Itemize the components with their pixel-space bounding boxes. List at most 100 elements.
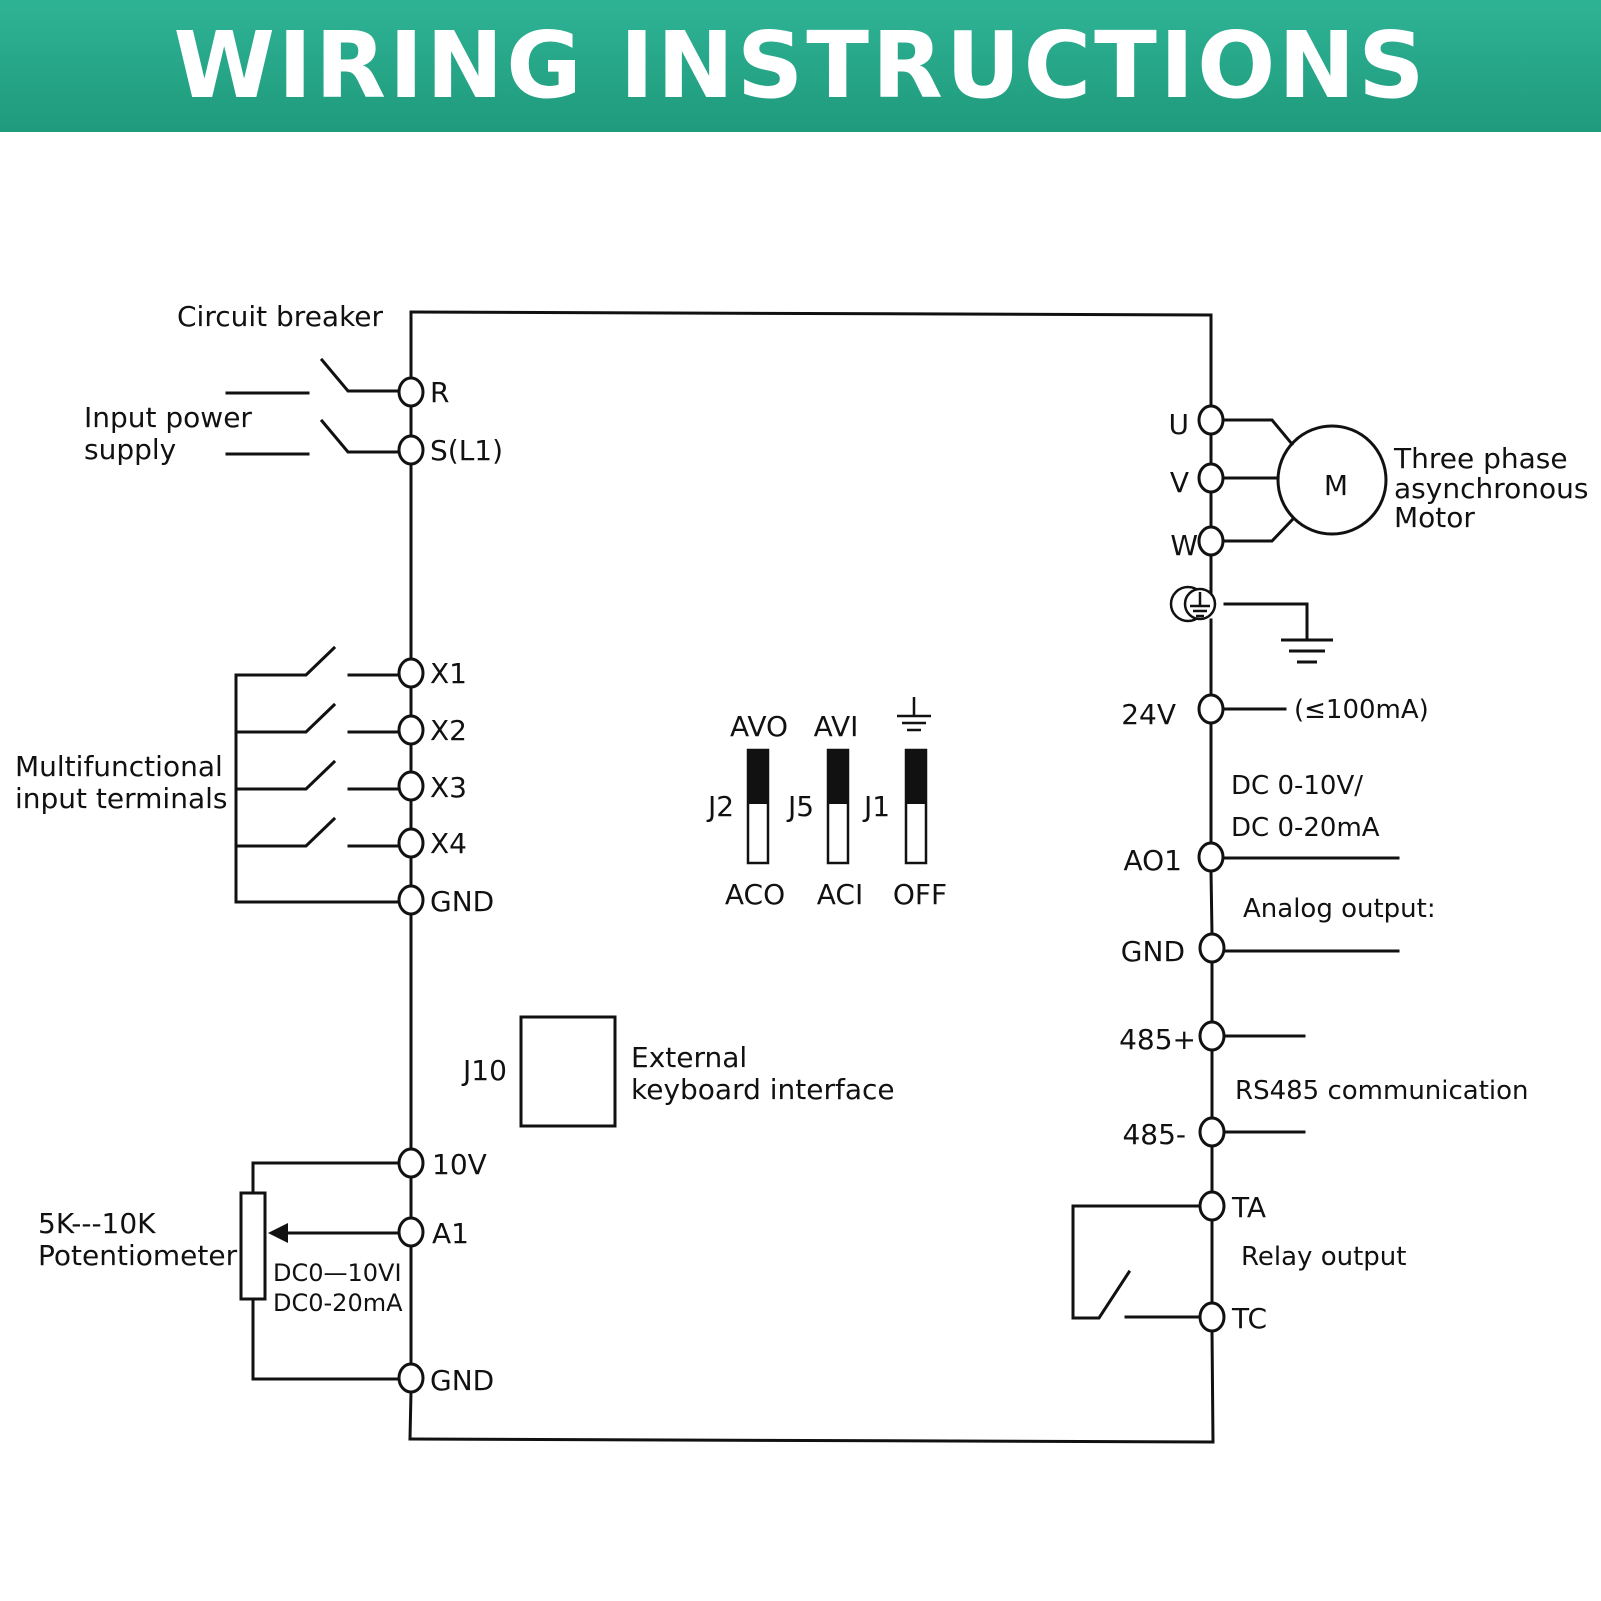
terminal-x3-label: X3 xyxy=(430,771,467,804)
page-title: WIRING INSTRUCTIONS xyxy=(173,12,1428,119)
multifunctional-label-line1: Multifunctional xyxy=(15,750,223,783)
jumper-j2-name: J2 xyxy=(706,790,734,823)
terminal-a1 xyxy=(397,1216,425,1248)
terminal-tc-label: TC xyxy=(1231,1302,1267,1335)
jumper-j1-bottom-label: OFF xyxy=(893,878,947,911)
terminal-x2 xyxy=(397,714,425,746)
motor-label-line1: Three phase xyxy=(1393,442,1568,475)
jumper-j2-bottom-label: ACO xyxy=(725,878,785,911)
terminal-ao1-label: AO1 xyxy=(1123,844,1182,877)
terminal-gnd-ao xyxy=(1198,932,1226,964)
header-banner: WIRING INSTRUCTIONS xyxy=(0,0,1601,132)
terminal-v xyxy=(1197,462,1225,494)
ground-icon xyxy=(1281,638,1333,664)
terminal-10v-label: 10V xyxy=(432,1148,487,1181)
power-line-s xyxy=(225,418,399,456)
terminal-x1-label: X1 xyxy=(430,657,467,690)
terminal-w-label: W xyxy=(1170,529,1198,562)
keyboard-label-line2: keyboard interface xyxy=(631,1073,895,1106)
potentiometer-wiper-arrow xyxy=(268,1223,288,1243)
terminal-ta xyxy=(1198,1190,1226,1222)
relay-output-label: Relay output xyxy=(1241,1242,1406,1272)
terminal-485-plus-label: 485+ xyxy=(1119,1023,1196,1056)
earth-wire xyxy=(1223,602,1309,642)
potentiometer-top-wire xyxy=(251,1161,399,1195)
terminal-u xyxy=(1197,404,1225,436)
jumper-j5-top-label: AVI xyxy=(814,710,859,743)
potentiometer-label-line2: Potentiometer xyxy=(38,1239,238,1272)
keyboard-label-line1: External xyxy=(631,1041,747,1074)
terminal-v-label: V xyxy=(1170,466,1189,499)
terminal-a1-label: A1 xyxy=(432,1217,469,1250)
analog-range-line1: DC 0-10V/ xyxy=(1231,771,1363,801)
jumper-j2 xyxy=(746,748,770,865)
right-bus xyxy=(1209,313,1215,1444)
input-switch-x1 xyxy=(234,645,399,677)
protective-earth-icon xyxy=(1169,585,1217,623)
jumper-j2-top-label: AVO xyxy=(730,710,788,743)
motor-label-line3: Motor xyxy=(1394,501,1475,534)
terminal-gnd-analog-label: GND xyxy=(430,1364,494,1397)
terminal-x1 xyxy=(397,657,425,689)
terminal-24v-label: 24V xyxy=(1121,698,1176,731)
rs485-label: RS485 communication xyxy=(1235,1076,1529,1106)
keyboard-connector-label: J10 xyxy=(461,1054,507,1087)
terminal-r-label: R xyxy=(430,376,449,409)
input-switch-x3 xyxy=(234,759,399,791)
motor-circle xyxy=(1276,424,1388,536)
input-switch-x2 xyxy=(234,702,399,734)
input-switch-x4 xyxy=(234,816,399,848)
multifunctional-label-line2: input terminals xyxy=(15,782,227,815)
supply-24v-limit-label: (≤100mA) xyxy=(1294,695,1429,725)
jumper-j5-bottom-label: ACI xyxy=(817,878,863,911)
terminal-x2-label: X2 xyxy=(430,714,467,747)
terminal-gnd-inputs xyxy=(397,884,425,916)
motor-symbol: M xyxy=(1324,469,1348,502)
terminal-s-l1-label: S(L1) xyxy=(430,434,503,467)
motor-label-line2: asynchronous xyxy=(1394,472,1588,505)
circuit-breaker-label: Circuit breaker xyxy=(177,300,384,333)
terminal-485-plus xyxy=(1198,1020,1226,1052)
main-frame-bottom xyxy=(408,1437,1215,1444)
terminal-x4-label: X4 xyxy=(430,827,467,860)
motor-wire-u xyxy=(1223,418,1295,447)
analog-range-line2: DC 0-20mA xyxy=(1231,813,1380,843)
analog-input-range-line2: DC0-20mA xyxy=(273,1289,403,1317)
keyboard-interface-box xyxy=(519,1015,617,1128)
terminal-485-minus-label: 485- xyxy=(1122,1118,1186,1151)
jumper-j5-name: J5 xyxy=(786,790,814,823)
terminal-24v xyxy=(1197,693,1225,725)
jumper-j1-ground-icon xyxy=(897,697,931,732)
terminal-u-label: U xyxy=(1169,408,1190,441)
terminal-ta-label: TA xyxy=(1231,1191,1266,1224)
potentiometer-label-line1: 5K---10K xyxy=(38,1207,156,1240)
terminal-gnd-analog xyxy=(397,1362,425,1394)
terminal-10v xyxy=(397,1147,425,1179)
input-power-label-line1: Input power xyxy=(84,401,252,434)
relay-wire-ta xyxy=(1071,1204,1200,1320)
jumper-j1 xyxy=(904,748,928,865)
input-common-wire xyxy=(234,673,399,904)
jumper-j1-name: J1 xyxy=(862,790,890,823)
main-frame-top xyxy=(409,310,1213,317)
power-line-r xyxy=(225,357,399,395)
input-power-label-line2: supply xyxy=(84,433,176,466)
terminal-s-l1 xyxy=(397,434,425,466)
terminal-gnd-inputs-label: GND xyxy=(430,885,494,918)
potentiometer xyxy=(239,1191,267,1301)
terminal-x3 xyxy=(397,770,425,802)
terminal-x4 xyxy=(397,827,425,859)
terminal-r xyxy=(397,376,425,408)
jumper-j5 xyxy=(826,748,850,865)
terminal-gnd-ao-label: GND xyxy=(1121,935,1185,968)
analog-input-range-line1: DC0—10VI xyxy=(273,1259,402,1287)
motor-wire-w xyxy=(1223,517,1295,543)
analog-output-label: Analog output: xyxy=(1243,894,1436,924)
terminal-circles xyxy=(397,376,1226,1394)
terminal-w xyxy=(1197,525,1225,557)
left-bus xyxy=(408,310,413,1441)
potentiometer-bottom-wire xyxy=(251,1297,399,1381)
terminal-tc xyxy=(1198,1301,1226,1333)
terminal-485-minus xyxy=(1198,1116,1226,1148)
